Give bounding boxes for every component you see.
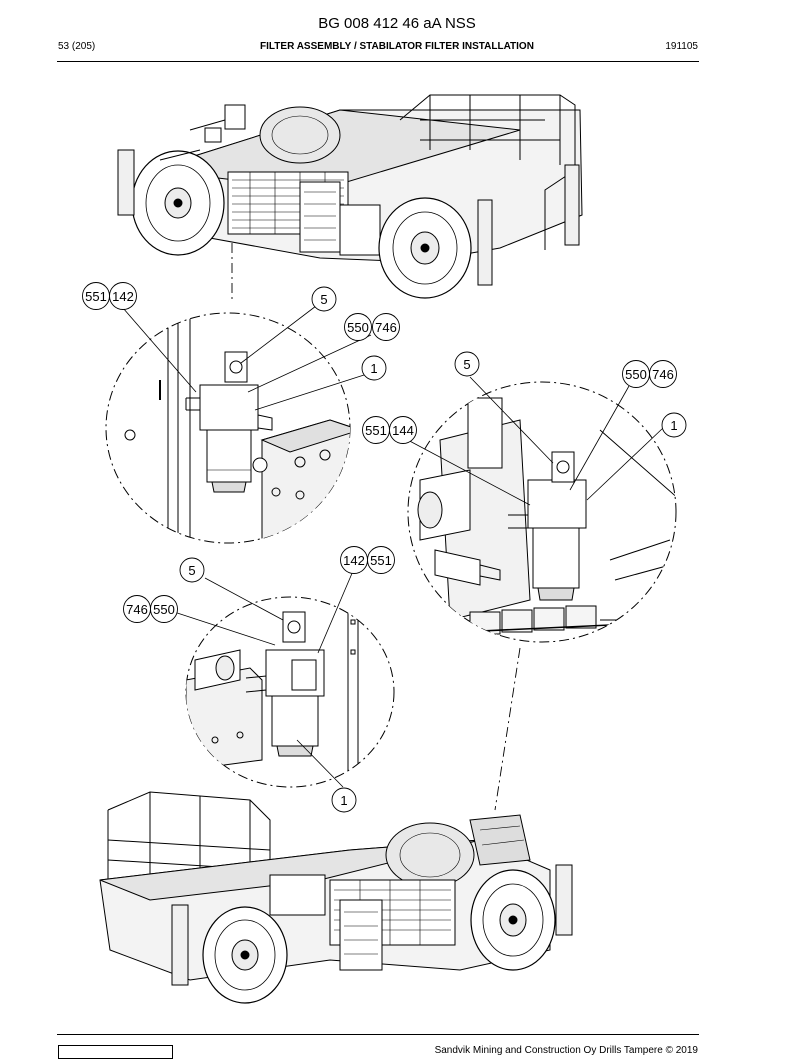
callout-bubbles [82, 282, 687, 813]
callout-551-right: 551 [365, 423, 387, 438]
copyright: Sandvik Mining and Construction Oy Drill… [434, 1045, 698, 1056]
callout-144-right: 144 [392, 423, 414, 438]
leaders-top [122, 305, 372, 411]
detail-circle-top [105, 312, 351, 544]
callout-550-top: 550 [347, 320, 369, 335]
header-rule [57, 61, 699, 62]
callout-746-right: 746 [652, 367, 674, 382]
sandvik-logo [58, 1045, 173, 1059]
callout-746-bottom: 746 [126, 602, 148, 617]
callout-5-right: 5 [463, 357, 470, 372]
vehicle-overview-bottom [99, 791, 573, 1004]
callout-142-bottom: 142 [343, 553, 365, 568]
vehicle-overview-top [117, 94, 583, 299]
callout-550-bottom: 550 [153, 602, 175, 617]
callout-labels: 551 142 5 550 746 1 5 550 746 1 551 144 … [85, 289, 677, 808]
date-code: 191105 [665, 41, 698, 52]
callout-551-bottom: 551 [370, 553, 392, 568]
callout-5-bottom: 5 [188, 563, 195, 578]
callout-551-top: 551 [85, 289, 107, 304]
callout-142-top: 142 [112, 289, 134, 304]
footer-rule [57, 1034, 699, 1035]
section-title: FILTER ASSEMBLY / STABILATOR FILTER INST… [260, 41, 534, 52]
detail-circle-bottom [185, 596, 395, 788]
callout-746-top: 746 [375, 320, 397, 335]
callout-5-top: 5 [320, 292, 327, 307]
page-number: 53 (205) [58, 41, 96, 52]
leaders-right [403, 376, 664, 506]
callout-1-right: 1 [670, 418, 677, 433]
detail-circle-right [407, 381, 677, 643]
callout-1-top: 1 [370, 361, 377, 376]
callout-550-right: 550 [625, 367, 647, 382]
leaders-bottom [164, 570, 354, 788]
callout-1-bottom: 1 [340, 793, 347, 808]
document-number: BG 008 412 46 aA NSS [318, 15, 476, 32]
